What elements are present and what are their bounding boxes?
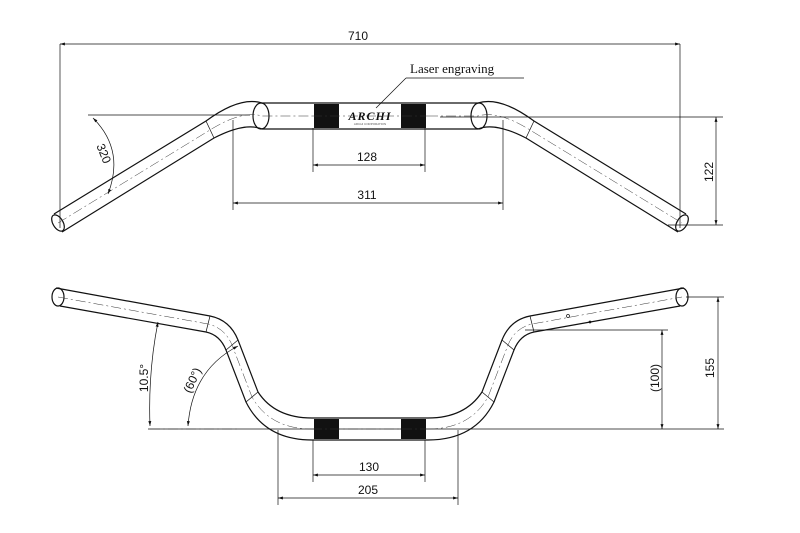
dim-710: 710 (348, 29, 368, 43)
dim-128: 128 (357, 150, 377, 164)
front-bar-left (51, 287, 313, 441)
angle-arc-10-5 (148, 321, 159, 427)
front-bar-right (427, 287, 689, 441)
angle-arc-60 (186, 345, 239, 427)
dim-155: 155 (703, 358, 717, 378)
top-bar-left (51, 100, 312, 233)
top-view: ARCHI ARCHI CORPORATION 710 122 311 128 … (51, 29, 723, 233)
angle-60: (60°) (181, 366, 205, 396)
front-view: 155 (100) 205 130 10.5° (60°) (51, 287, 724, 505)
engraving-text: ARCHI (347, 109, 391, 123)
dim-130: 130 (359, 460, 379, 474)
top-bar-center: ARCHI ARCHI CORPORATION (312, 102, 428, 130)
top-bar-right (428, 100, 689, 233)
dim-100: (100) (648, 364, 662, 392)
callout-laser-engraving: Laser engraving (410, 61, 495, 76)
dim-205: 205 (358, 483, 378, 497)
dim-arc-320 (92, 117, 115, 195)
front-bar-center (312, 417, 428, 441)
dim-311: 311 (357, 188, 376, 202)
dim-122: 122 (702, 162, 716, 182)
front-knurl-band-right (401, 419, 426, 439)
engraving-subtext: ARCHI CORPORATION (354, 122, 386, 126)
callout-leader (375, 77, 407, 109)
angle-10-5: 10.5° (137, 364, 151, 392)
